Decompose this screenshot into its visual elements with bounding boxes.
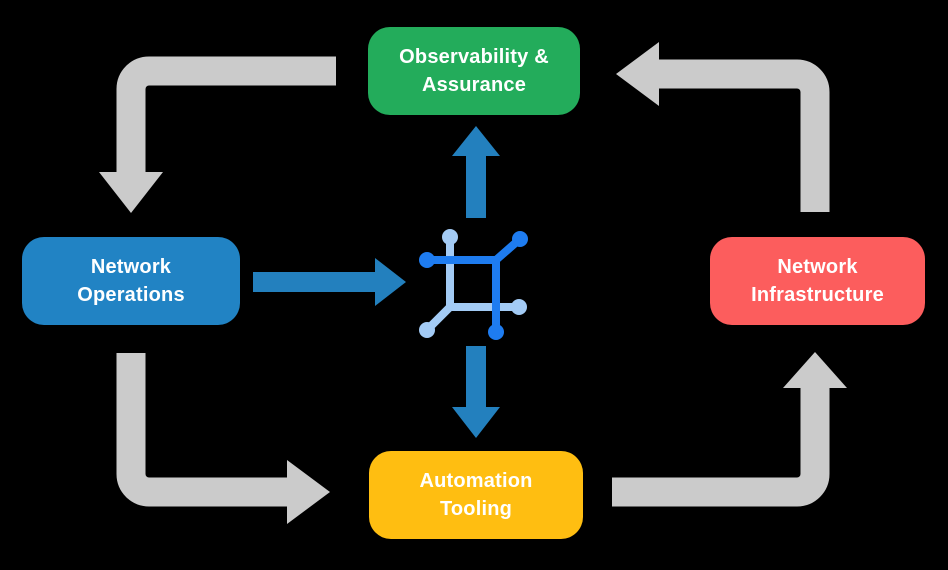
arrow-operations-to-center — [253, 258, 406, 306]
node-network-operations: Network Operations — [22, 237, 240, 325]
flow-arrow-automation-to-infrastructure — [612, 352, 847, 507]
node-label: Automation Tooling — [419, 470, 533, 520]
node-label: Network Operations — [77, 256, 185, 306]
flow-arrow-operations-to-automation — [116, 353, 330, 524]
flow-arrow-shaft — [612, 386, 830, 507]
node-label: Observability & Assurance — [399, 46, 549, 96]
node-label: Network Infrastructure — [751, 256, 884, 306]
node-network-infrastructure: Network Infrastructure — [710, 237, 925, 325]
arrow-center-to-automation — [452, 346, 500, 438]
flow-arrow-infrastructure-to-observability — [616, 42, 830, 212]
mesh-light-nodes — [419, 229, 527, 338]
node-automation-tooling: Automation Tooling — [369, 451, 583, 539]
flow-arrow-shaft — [116, 353, 289, 507]
network-mesh-icon — [419, 229, 528, 340]
flow-arrowhead-left — [616, 42, 659, 106]
flow-arrow-observability-to-operations — [99, 56, 336, 213]
arrow-center-to-observability — [452, 126, 500, 218]
flow-arrowhead-down — [99, 172, 163, 213]
flow-arrowhead-up — [783, 352, 847, 388]
flow-arrow-shaft — [657, 59, 830, 212]
flow-arrowhead-right — [287, 460, 330, 524]
node-observability-assurance: Observability & Assurance — [368, 27, 580, 115]
mesh-dark-nodes — [419, 231, 528, 340]
flow-arrow-shaft — [116, 56, 336, 174]
